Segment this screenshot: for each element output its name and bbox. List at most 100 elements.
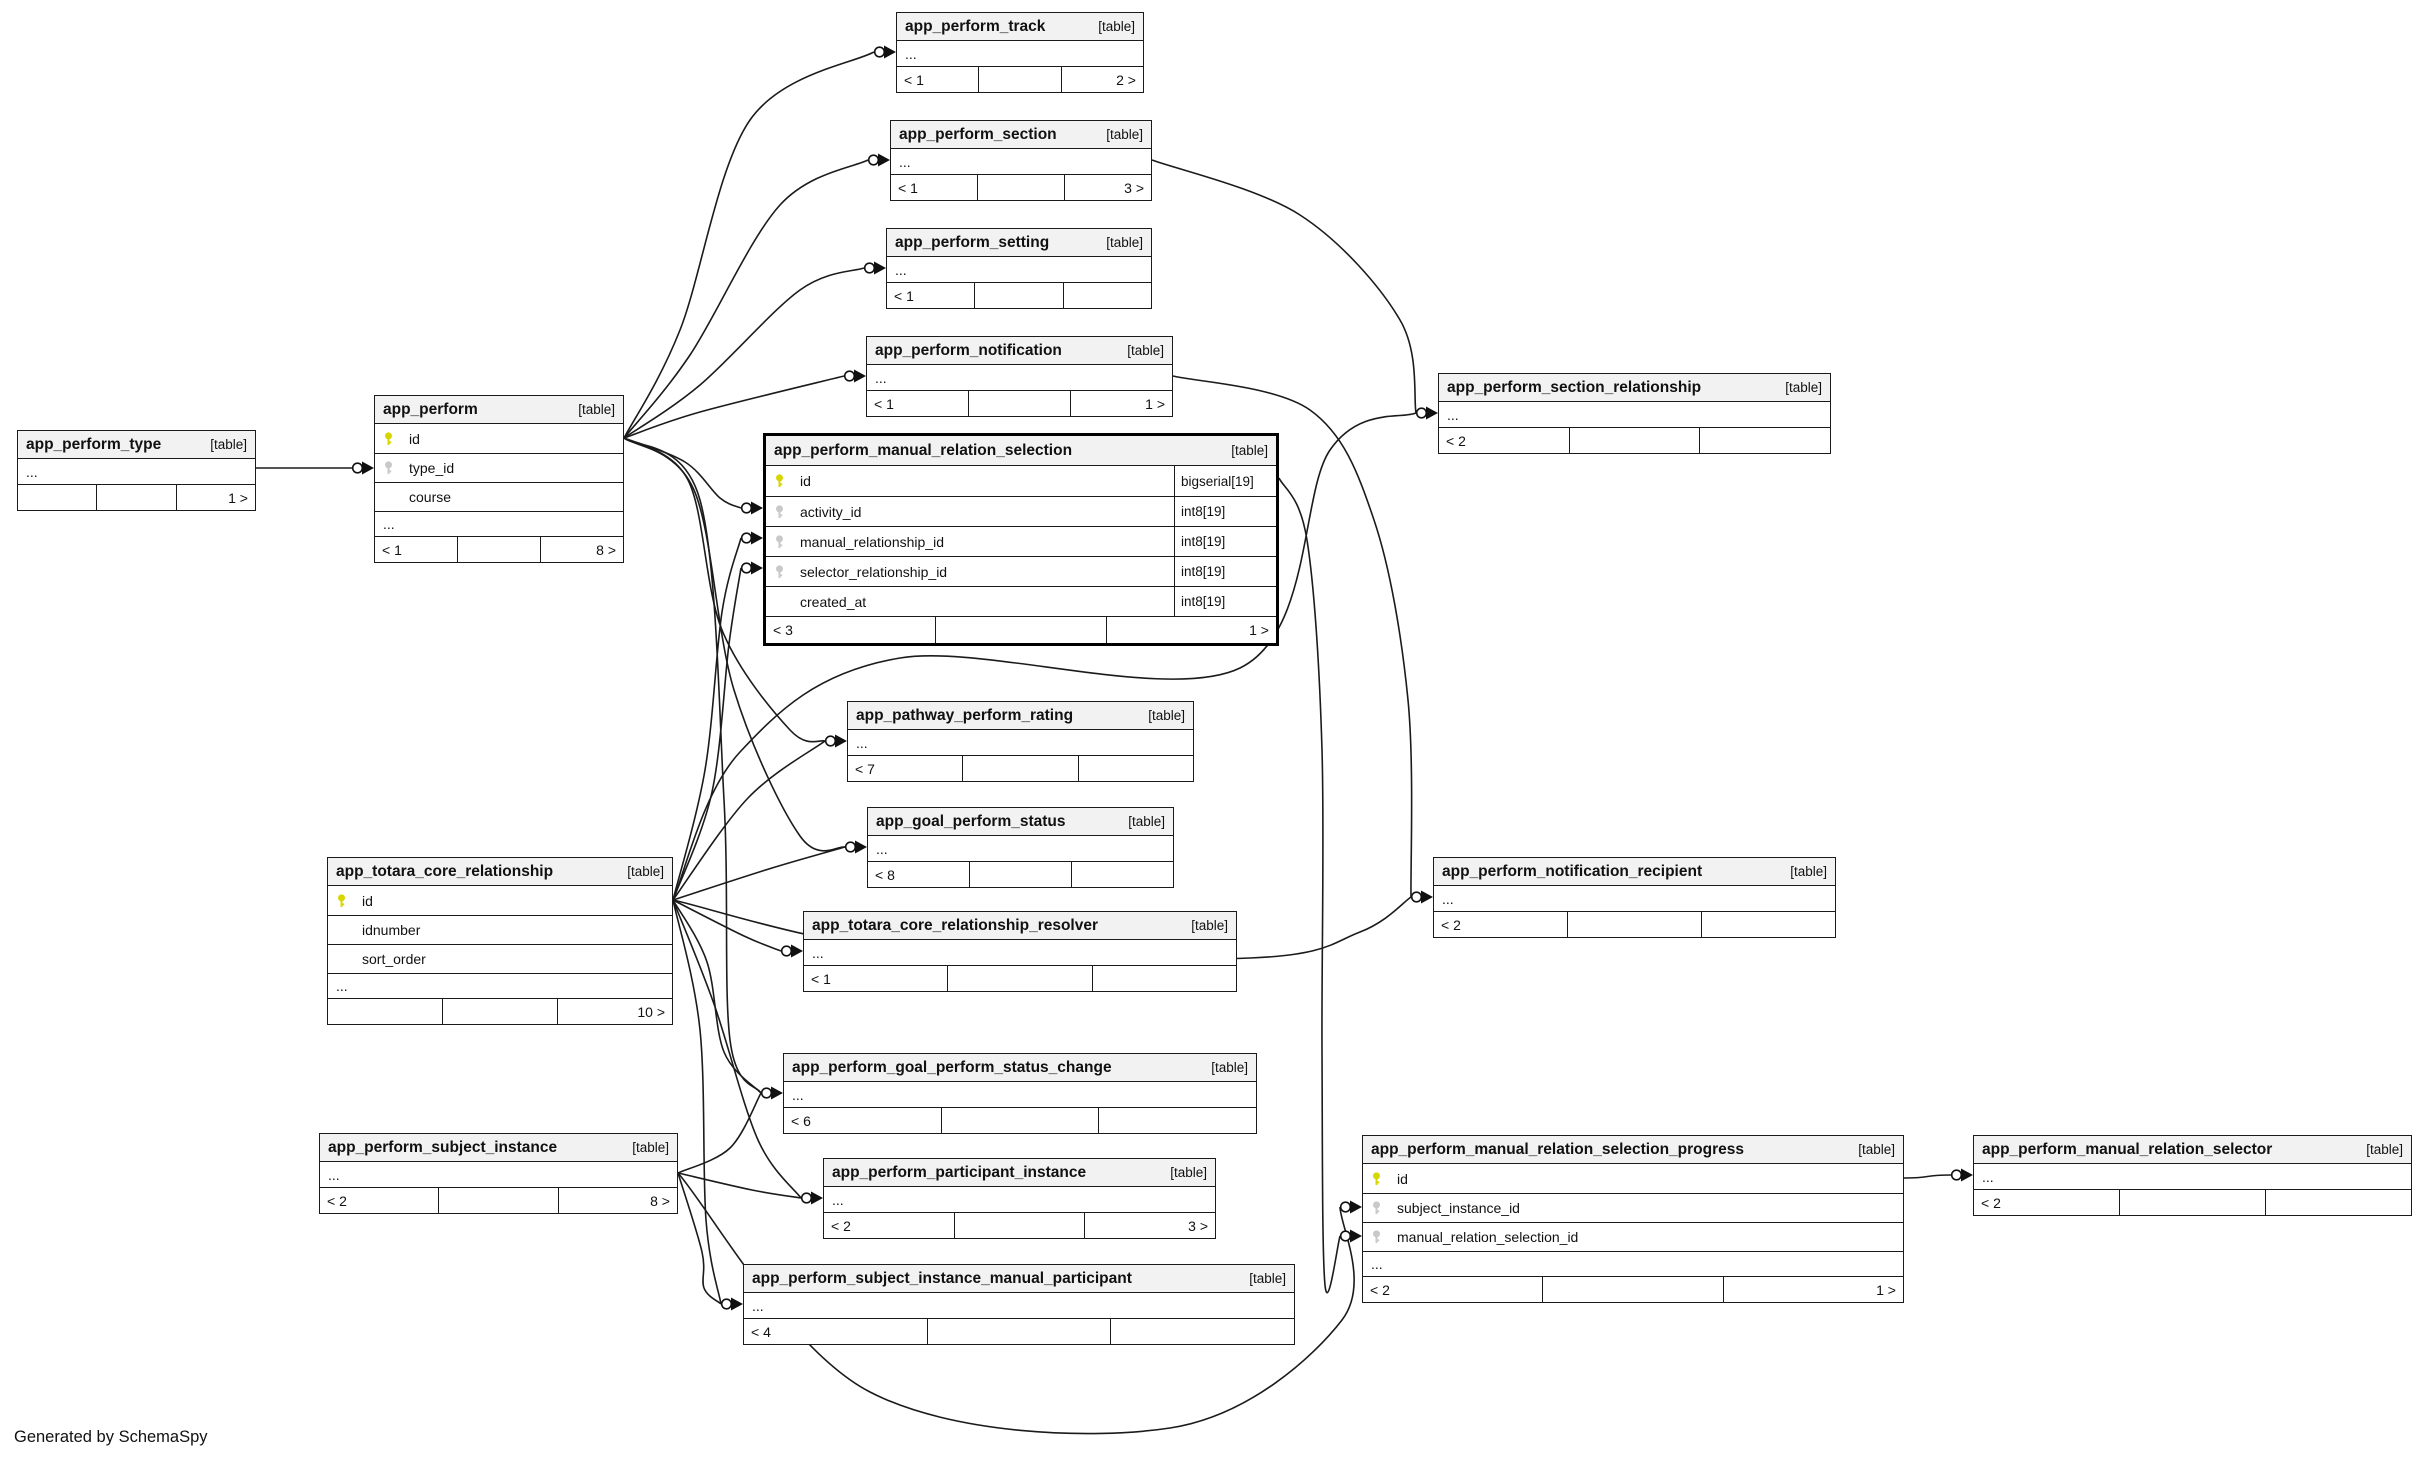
column-name: sort_order xyxy=(362,951,426,967)
column-row-selector_relationship_id: selector_relationship_id int8[19] xyxy=(766,556,1276,586)
table-tag: [table] xyxy=(1098,19,1135,34)
table-app_perform_notification_recipient[interactable]: app_perform_notification_recipient[table… xyxy=(1433,857,1836,938)
table-title[interactable]: app_perform_participant_instance xyxy=(832,1163,1087,1181)
column-name: manual_relationship_id xyxy=(800,533,944,550)
table-title[interactable]: app_perform_type xyxy=(26,435,162,453)
table-tag: [table] xyxy=(1249,1271,1286,1286)
table-tag: [table] xyxy=(1170,1165,1207,1180)
hidden-columns-row: ... xyxy=(887,257,1151,282)
table-title[interactable]: app_goal_perform_status xyxy=(876,812,1066,830)
table-app_perform_manual_relation_selector[interactable]: app_perform_manual_relation_selector[tab… xyxy=(1973,1135,2412,1216)
table-app_perform_participant_instance[interactable]: app_perform_participant_instance[table].… xyxy=(823,1158,1216,1239)
table-app_perform_section_relationship[interactable]: app_perform_section_relationship[table].… xyxy=(1438,373,1831,454)
crow-foot-connector xyxy=(740,561,763,575)
crow-foot-connector xyxy=(740,501,763,515)
table-title[interactable]: app_perform_setting xyxy=(895,233,1050,251)
table-header: app_goal_perform_status[table] xyxy=(868,808,1173,836)
footer-child-count xyxy=(1699,428,1830,453)
table-header: app_perform_type[table] xyxy=(18,431,255,459)
footer-middle-cell xyxy=(457,537,540,562)
table-header: app_perform_participant_instance [table] xyxy=(824,1159,1215,1187)
column-name: ... xyxy=(1982,1168,1994,1185)
footer-child-count xyxy=(1071,862,1173,887)
table-tag: [table] xyxy=(1148,708,1185,723)
column-type: int8[19] xyxy=(1174,587,1276,616)
table-title[interactable]: app_pathway_perform_rating xyxy=(856,706,1074,724)
table-tag: [table] xyxy=(1211,1060,1248,1075)
footer-parent-count: < 1 xyxy=(898,179,918,196)
table-title[interactable]: app_totara_core_relationship xyxy=(336,862,554,880)
crow-foot-connector xyxy=(873,45,896,59)
table-title[interactable]: app_perform_manual_relation_selection xyxy=(774,441,1073,459)
footer-child-count: 8 > xyxy=(540,537,623,562)
table-header: app_perform_section[table] xyxy=(891,121,1151,149)
column-type: int8[19] xyxy=(1174,557,1276,586)
table-title[interactable]: app_perform xyxy=(383,400,478,418)
column-name: manual_relation_selection_id xyxy=(1397,1229,1579,1245)
column-row-id: id xyxy=(328,886,672,915)
foreign-key-icon xyxy=(384,461,393,474)
table-title[interactable]: app_perform_manual_relation_selection_pr… xyxy=(1371,1140,1744,1158)
table-title[interactable]: app_perform_subject_instance xyxy=(328,1138,558,1156)
footer-parent-count: < 2 xyxy=(831,1217,851,1234)
table-header: app_perform_setting[table] xyxy=(887,229,1151,257)
table-app_perform_type[interactable]: app_perform_type[table]... 1 > xyxy=(17,430,256,511)
table-title[interactable]: app_perform_manual_relation_selector xyxy=(1982,1140,2273,1158)
footer-parent-count: < 1 xyxy=(874,395,894,412)
relationship-line xyxy=(1172,375,1413,898)
relationship-line xyxy=(672,899,782,952)
table-title[interactable]: app_perform_section xyxy=(899,125,1057,143)
crow-foot-connector xyxy=(760,1086,783,1100)
table-app_perform_subject_instance[interactable]: app_perform_subject_instance[table]...< … xyxy=(319,1133,678,1214)
table-title[interactable]: app_totara_core_relationship_resolver xyxy=(812,916,1099,934)
column-name: selector_relationship_id xyxy=(800,563,948,580)
table-app_totara_core_relationship_resolver[interactable]: app_totara_core_relationship_resolver[ta… xyxy=(803,911,1237,992)
table-title[interactable]: app_perform_section_relationship xyxy=(1447,378,1702,396)
column-name: ... xyxy=(336,978,348,994)
table-app_perform_goal_perform_status_change[interactable]: app_perform_goal_perform_status_change [t… xyxy=(783,1053,1257,1134)
footer-child-count: 1 > xyxy=(175,485,255,510)
footer-child-count xyxy=(2265,1190,2411,1215)
table-title[interactable]: app_perform_track xyxy=(905,17,1046,35)
relationship-line xyxy=(672,537,742,901)
table-app_pathway_perform_rating[interactable]: app_pathway_perform_rating[table]...< 7 xyxy=(847,701,1194,782)
column-name: ... xyxy=(812,944,824,961)
column-name: id xyxy=(1397,1170,1408,1187)
table-title[interactable]: app_perform_subject_instance_manual_part… xyxy=(752,1269,1132,1287)
footer-middle-cell xyxy=(974,283,1062,308)
table-app_perform_manual_relation_selection[interactable]: app_perform_manual_relation_selection[ta… xyxy=(763,433,1279,646)
column-name: ... xyxy=(752,1297,764,1314)
column-name: ... xyxy=(383,516,395,532)
table-title[interactable]: app_perform_notification_recipient xyxy=(1442,862,1703,880)
table-app_perform_subject_instance_manual_participant[interactable]: app_perform_subject_instance_manual_part… xyxy=(743,1264,1295,1345)
table-app_perform_setting[interactable]: app_perform_setting[table]...< 1 xyxy=(886,228,1152,309)
footer-middle-cell xyxy=(977,175,1064,200)
footer-middle-cell xyxy=(969,862,1071,887)
column-row-manual_relation_selection_id: manual_relation_selection_id xyxy=(1363,1222,1903,1251)
crow-foot-connector xyxy=(780,944,803,958)
table-header: app_perform_manual_relation_selection[ta… xyxy=(766,436,1276,466)
column-name: ... xyxy=(26,463,38,480)
hidden-columns-row: ... xyxy=(784,1082,1256,1107)
footer-middle-cell xyxy=(1568,428,1700,453)
table-app_goal_perform_status[interactable]: app_goal_perform_status[table]...< 8 xyxy=(867,807,1174,888)
table-app_perform_manual_relation_selection_progress[interactable]: app_perform_manual_relation_selection_pr… xyxy=(1362,1135,1904,1303)
table-tag: [table] xyxy=(632,1140,669,1155)
crow-foot-connector xyxy=(800,1191,823,1205)
footer-child-count: 10 > xyxy=(557,999,672,1024)
table-title[interactable]: app_perform_goal_perform_status_change xyxy=(792,1058,1112,1076)
table-title[interactable]: app_perform_notification xyxy=(875,341,1062,359)
